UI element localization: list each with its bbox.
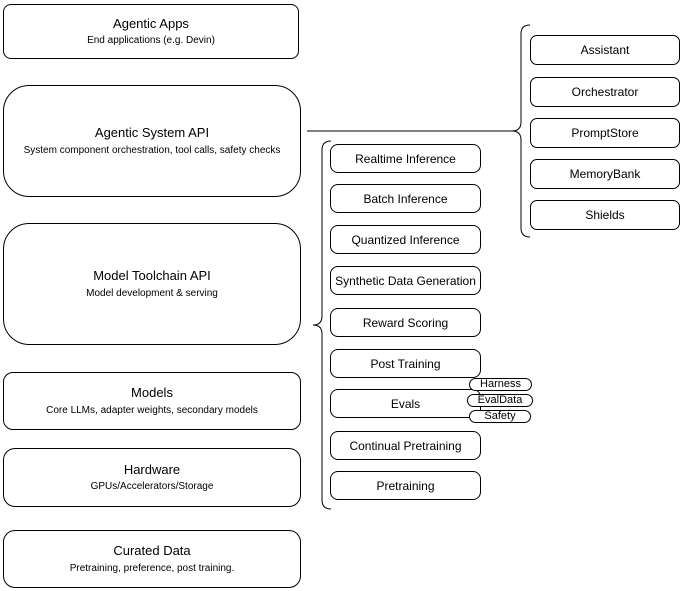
node-label: Orchestrator	[571, 85, 639, 99]
node-title: Models	[131, 385, 173, 401]
node-evals: Evals	[330, 389, 481, 418]
tag-label: Safety	[484, 410, 516, 422]
node-synthetic-data-generation: Synthetic Data Generation	[330, 266, 481, 295]
node-batch-inference: Batch Inference	[330, 184, 481, 213]
node-memorybank: MemoryBank	[530, 159, 680, 189]
brace-model-toolchain	[312, 140, 332, 510]
node-agentic-system-api: Agentic System API System component orch…	[3, 85, 301, 197]
tag-safety: Safety	[469, 410, 531, 423]
node-label: Assistant	[580, 43, 630, 57]
node-label: Pretraining	[376, 478, 435, 493]
node-realtime-inference: Realtime Inference	[330, 144, 481, 173]
node-subtitle: GPUs/Accelerators/Storage	[90, 481, 214, 493]
node-promptstore: PromptStore	[530, 118, 680, 148]
node-label: Realtime Inference	[355, 151, 456, 166]
brace-system-components	[511, 24, 531, 238]
node-pretraining: Pretraining	[330, 471, 481, 500]
node-subtitle: Core LLMs, adapter weights, secondary mo…	[46, 404, 258, 416]
node-quantized-inference: Quantized Inference	[330, 225, 481, 254]
node-models: Models Core LLMs, adapter weights, secon…	[3, 372, 301, 430]
node-label: Synthetic Data Generation	[335, 273, 476, 288]
tag-harness: Harness	[469, 378, 532, 391]
node-continual-pretraining: Continual Pretraining	[330, 431, 481, 460]
node-label: Batch Inference	[363, 191, 448, 206]
node-label: PromptStore	[571, 126, 639, 140]
node-reward-scoring: Reward Scoring	[330, 308, 481, 337]
node-subtitle: End applications (e.g. Devin)	[87, 35, 215, 47]
node-label: Quantized Inference	[351, 232, 460, 247]
node-label: Reward Scoring	[362, 315, 449, 330]
node-label: MemoryBank	[569, 167, 641, 181]
node-label: Continual Pretraining	[349, 438, 462, 453]
node-title: Agentic Apps	[113, 15, 189, 31]
tag-evaldata: EvalData	[467, 394, 533, 407]
node-title: Model Toolchain API	[93, 268, 211, 284]
node-title: Curated Data	[113, 543, 191, 559]
node-hardware: Hardware GPUs/Accelerators/Storage	[3, 448, 301, 507]
node-label: Shields	[585, 208, 625, 222]
node-subtitle: System component orchestration, tool cal…	[23, 144, 281, 156]
node-subtitle: Model development & serving	[86, 287, 218, 299]
node-title: Hardware	[123, 461, 181, 477]
node-orchestrator: Orchestrator	[530, 77, 680, 107]
node-post-training: Post Training	[330, 349, 481, 378]
node-shields: Shields	[530, 200, 680, 230]
node-model-toolchain-api: Model Toolchain API Model development & …	[3, 223, 301, 345]
tag-label: Harness	[480, 378, 521, 390]
node-label: Evals	[390, 396, 421, 411]
tag-label: EvalData	[477, 394, 523, 406]
node-label: Post Training	[370, 356, 441, 371]
node-curated-data: Curated Data Pretraining, preference, po…	[3, 530, 301, 588]
node-subtitle: Pretraining, preference, post training.	[69, 562, 235, 574]
node-assistant: Assistant	[530, 35, 680, 65]
node-title: Agentic System API	[94, 125, 210, 141]
node-agentic-apps: Agentic Apps End applications (e.g. Devi…	[3, 4, 299, 59]
